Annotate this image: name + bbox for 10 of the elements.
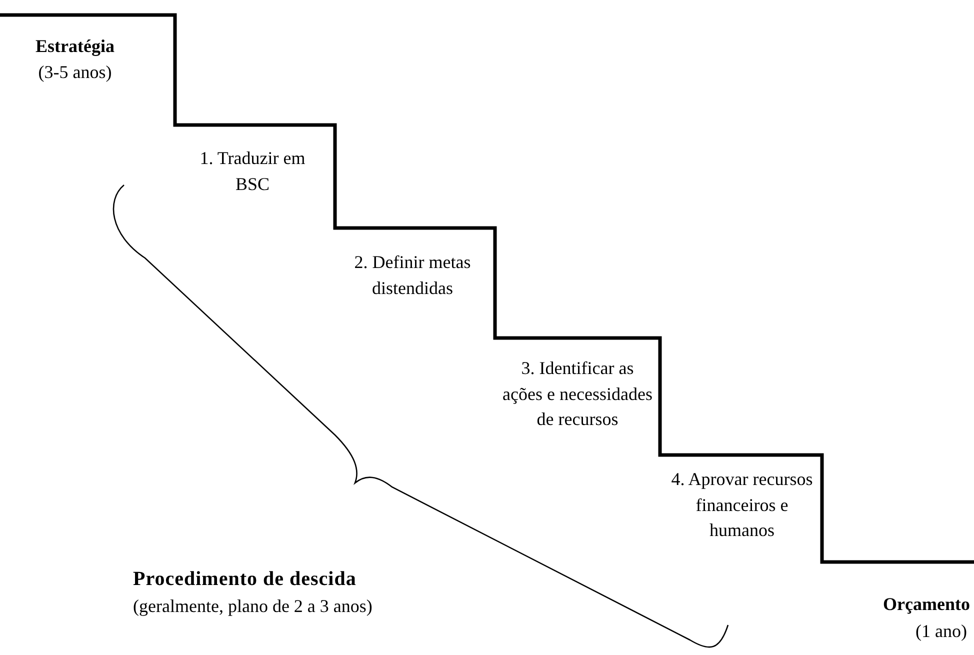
step-label: 2. Definir metas distendidas <box>353 251 472 300</box>
step-label: 4. Aprovar recursos financeiros e humanos <box>670 468 814 542</box>
note-label: (geralmente, plano de 2 a 3 anos) <box>133 595 374 618</box>
heading-label: Estratégia <box>34 35 116 57</box>
step-label: 3. Identificar as ações e necessidades de recursos <box>502 357 654 431</box>
heading-label: Orçamento <box>882 593 970 615</box>
step-label: 1. Traduzir em BSC <box>198 147 306 196</box>
duration-label: (1 ano) <box>914 620 967 642</box>
heading-label: Procedimento de descida <box>133 567 358 591</box>
duration-label: (3-5 anos) <box>37 61 113 83</box>
